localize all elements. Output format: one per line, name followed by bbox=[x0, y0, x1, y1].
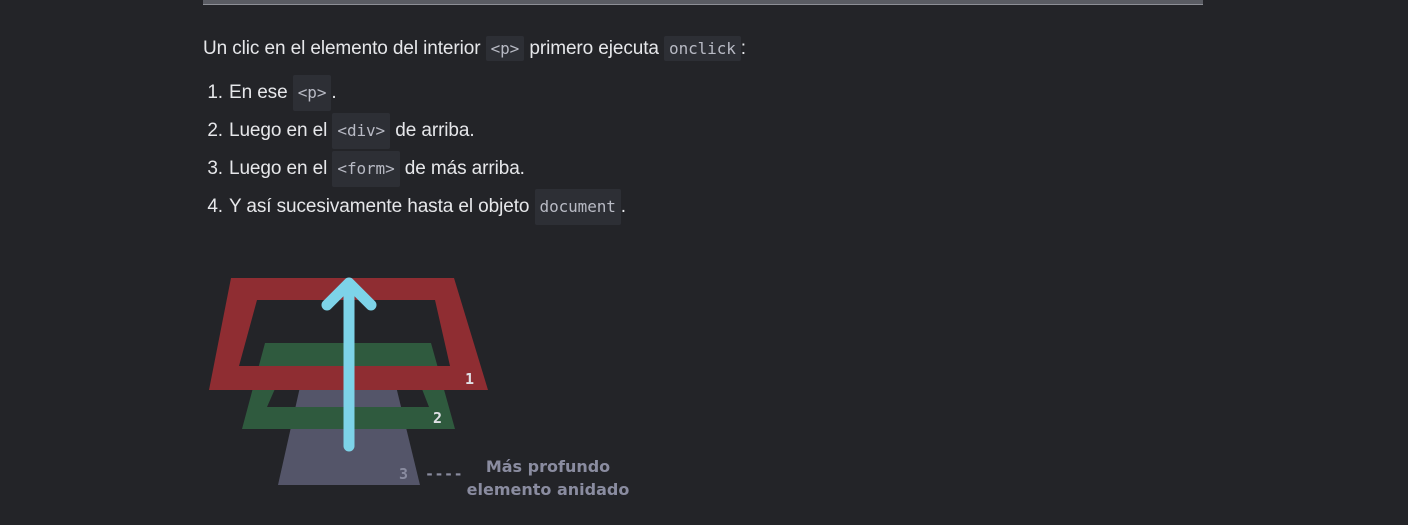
intro-prefix: Un clic en el elemento del interior bbox=[203, 38, 481, 59]
list-item: 1. En ese <p>. bbox=[203, 74, 1203, 112]
list-number: 1. bbox=[207, 82, 223, 103]
intro-paragraph: Un clic en el elemento del interior <p> … bbox=[203, 34, 1203, 64]
list-text-after: . bbox=[620, 196, 626, 217]
inline-code: document bbox=[534, 189, 621, 225]
inline-code-onclick: onclick bbox=[664, 36, 741, 61]
inline-code: <p> bbox=[292, 75, 332, 111]
list-text-after: de más arriba. bbox=[404, 158, 525, 179]
code-block-bottom-edge bbox=[203, 0, 1203, 5]
list-item: 3. Luego en el <form> de más arriba. bbox=[203, 150, 1203, 188]
list-text: Luego en el bbox=[229, 158, 328, 179]
layer-3-label: 3 bbox=[399, 465, 408, 483]
deepest-element-note-line2: elemento anidado bbox=[467, 480, 630, 499]
event-bubbling-diagram: 1 2 3 ---- Más profundo elemento anidado bbox=[203, 268, 643, 508]
inline-code: <div> bbox=[332, 113, 391, 149]
list-item: 4. Y así sucesivamente hasta el objeto do… bbox=[203, 188, 1203, 226]
list-text: Luego en el bbox=[229, 120, 328, 141]
layer-2-frame bbox=[242, 343, 455, 429]
inline-code: <form> bbox=[332, 151, 400, 187]
list-number: 2. bbox=[207, 120, 223, 141]
intro-suffix: : bbox=[740, 38, 746, 59]
list-text-after: de arriba. bbox=[395, 120, 475, 141]
intro-middle: primero ejecuta bbox=[529, 38, 659, 59]
bubbling-illustration: 1 2 3 ---- Más profundo elemento anidado bbox=[209, 277, 630, 499]
layer-2-label: 2 bbox=[433, 409, 442, 427]
article-content: Un clic en el elemento del interior <p> … bbox=[203, 34, 1203, 226]
note-connector-dash: ---- bbox=[425, 465, 463, 483]
layer-1-label: 1 bbox=[465, 370, 474, 388]
bubbling-steps-list: 1. En ese <p>. 2. Luego en el <div> de arr… bbox=[203, 74, 1203, 226]
deepest-element-note-line1: Más profundo bbox=[486, 457, 610, 476]
inline-code-p: <p> bbox=[485, 36, 525, 61]
list-number: 3. bbox=[207, 158, 223, 179]
list-text: Y así sucesivamente hasta el objeto bbox=[229, 196, 530, 217]
list-number: 4. bbox=[207, 196, 223, 217]
list-text-after: . bbox=[331, 82, 337, 103]
list-text: En ese bbox=[229, 82, 288, 103]
list-item: 2. Luego en el <div> de arriba. bbox=[203, 112, 1203, 150]
bubbling-arrow-head bbox=[321, 277, 377, 311]
